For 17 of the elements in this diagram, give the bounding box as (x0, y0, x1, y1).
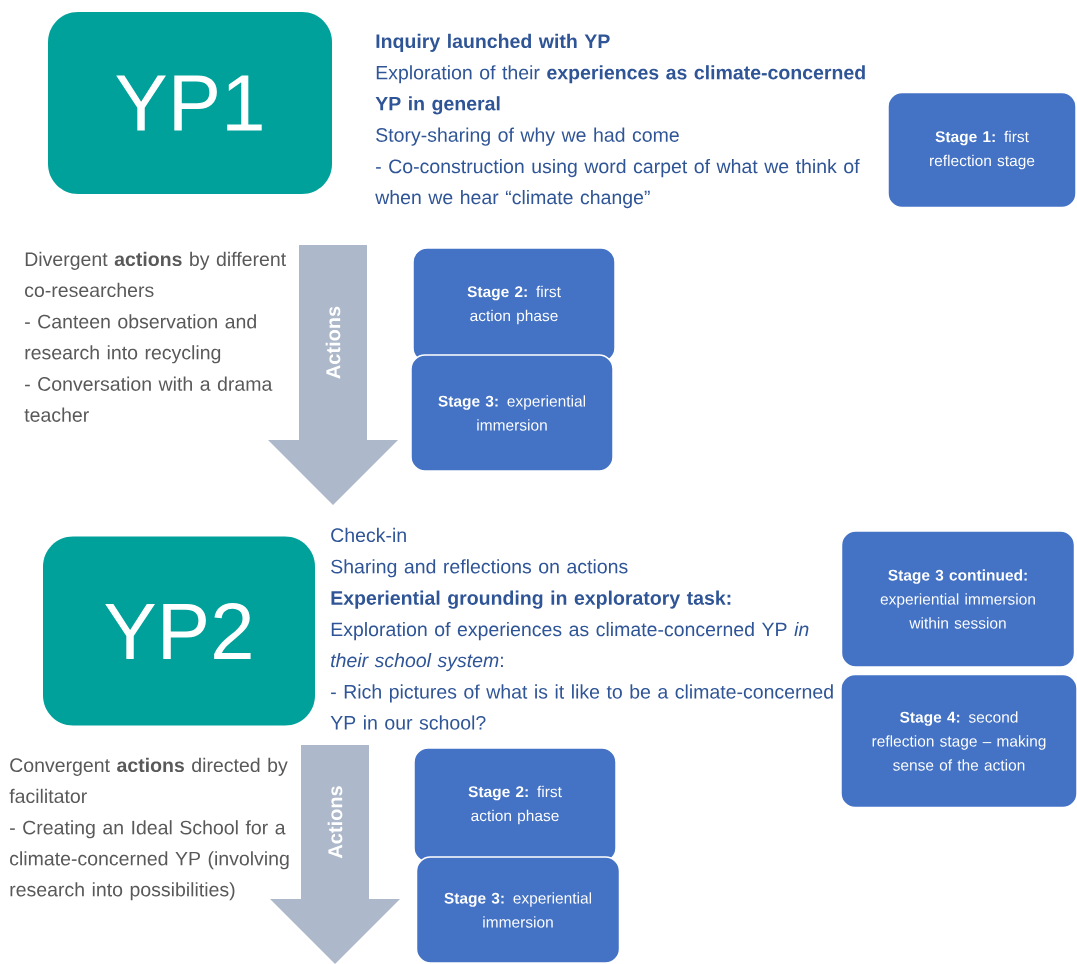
stage-box: Stage 4: second reflection stage – making sense of the action (840, 673, 1077, 809)
body-text: Inquiry launched with YP (376, 33, 610, 52)
stage-box: Stage 2: first action phase (412, 247, 616, 363)
stage-box: Stage 2: first action phase (413, 747, 617, 863)
title-box: YP2 (43, 536, 315, 726)
body-text: Story-sharing of why we had come (376, 127, 679, 146)
body-text: Exploration of their experiences as climate-concerned YP in general (375, 65, 865, 115)
stage-box: Stage 3: experiential immersion (410, 354, 614, 472)
body-text: Sharing and reflections on actions (331, 559, 628, 578)
stage-box: Stage 1: first reflection stage (887, 91, 1077, 209)
body-text: - Co-construction using word carpet of what we think of when we hear “climate change” (375, 158, 860, 209)
stage-box: Stage 3: experiential immersion (415, 856, 621, 964)
body-text: Check-in (331, 527, 406, 543)
stage-box: Stage 3 continued: experiential immersion within session (840, 530, 1076, 668)
title-box: YP1 (48, 12, 332, 194)
body-text: - Rich pictures of what is it like to be a climate-concerned YP in our school? (330, 684, 833, 730)
body-text: Exploration of experiences as climate-concerned YP in their school system: (331, 621, 809, 672)
